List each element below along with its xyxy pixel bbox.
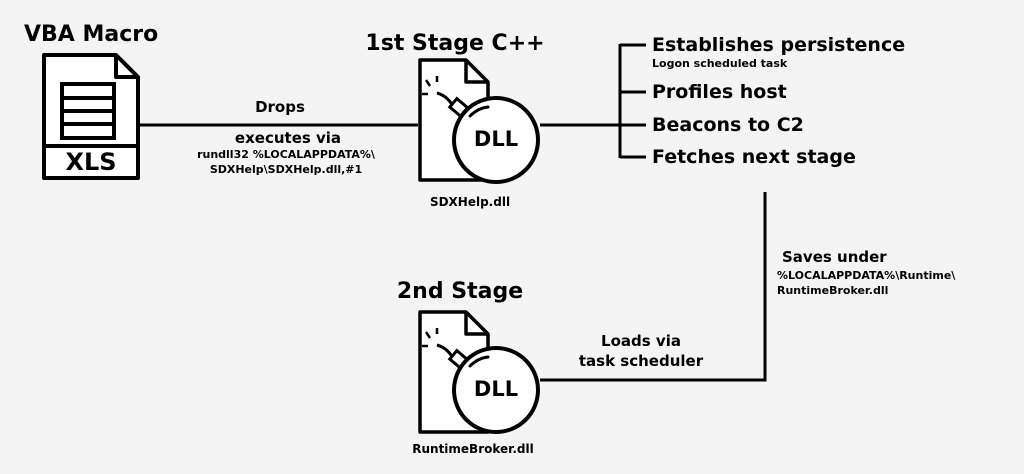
stage2-dll-label: DLL [473,377,519,401]
edge-drops-label: Drops [255,98,305,116]
stage1-title: 1st Stage C++ [365,31,545,56]
edge-loads-label: Loads via [601,332,681,350]
stage2-filename: RuntimeBroker.dll [412,442,534,456]
dll-bomb-icon-stage2 [418,310,540,434]
xls-file-icon [42,53,140,180]
edge-saves-path1: %LOCALAPPDATA%\Runtime\ [777,269,956,282]
edge-executes-label: executes via [234,129,342,147]
capability-fetches: Fetches next stage [652,146,856,168]
capability-profiles: Profiles host [652,81,787,103]
vba-macro-title: VBA Macro [24,22,159,47]
capability-beacons: Beacons to C2 [652,114,804,136]
capability-persistence-title: Establishes persistence [652,34,906,56]
edge-loads-method: task scheduler [578,352,704,370]
edge-saves-label: Saves under [782,248,887,266]
edge-saves-path2: RuntimeBroker.dll [777,284,889,297]
edge-cmd-line2: SDXHelp\SDXHelp.dll,#1 [209,163,363,176]
stage1-filename: SDXHelp.dll [429,195,511,209]
xls-file-label: XLS [65,148,117,176]
connector-save-load [540,192,767,382]
dll-bomb-icon-stage1 [418,58,540,184]
capability-persistence-subtitle: Logon scheduled task [652,57,788,70]
edge-cmd-line1: rundll32 %LOCALAPPDATA%\ [197,148,375,161]
stage2-title: 2nd Stage [396,279,524,304]
stage1-dll-label: DLL [473,127,519,151]
